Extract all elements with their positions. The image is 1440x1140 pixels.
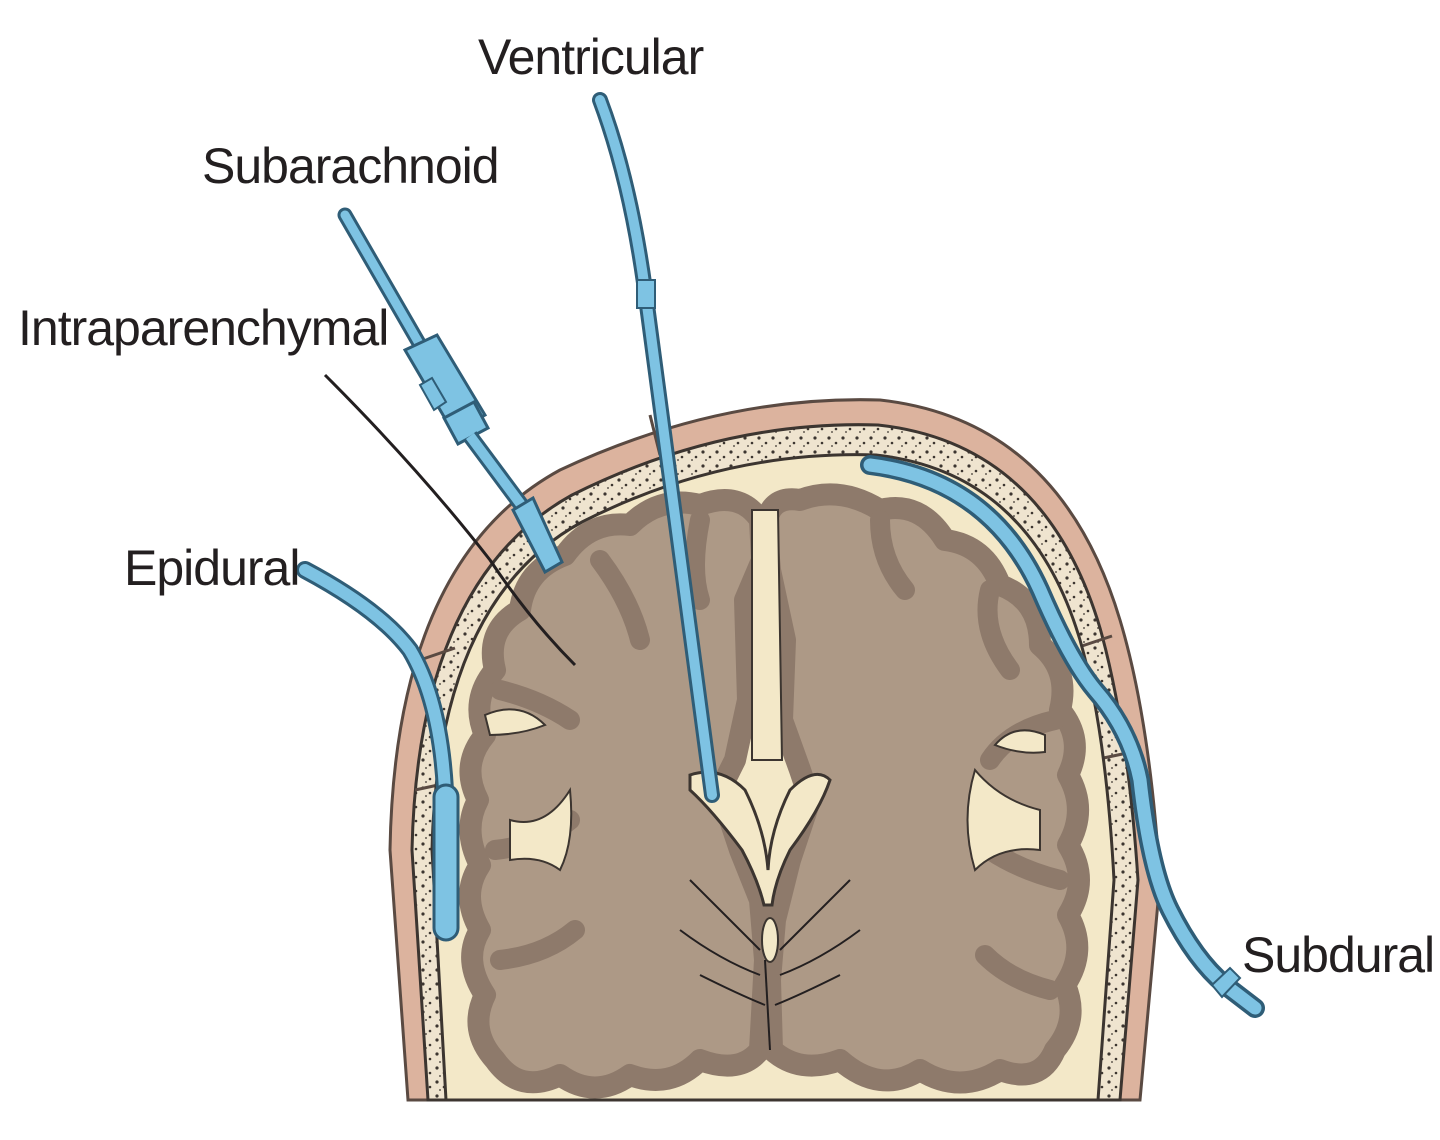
sulci: [485, 510, 1070, 1000]
epidural-catheter: [296, 561, 460, 942]
third-ventricle: [761, 917, 779, 963]
ventricular-catheter: [592, 92, 720, 803]
subarachnoid-bolt: [337, 207, 564, 575]
label-ventricular: Ventricular: [478, 29, 704, 85]
subdural-catheter: [860, 455, 1265, 1018]
lateral-ventricles: [688, 770, 832, 907]
deep-structures: [679, 879, 861, 1051]
label-epidural: Epidural: [124, 540, 299, 596]
intraparenchymal-pointer-line: [323, 373, 577, 667]
label-subdural: Subdural: [1242, 927, 1434, 983]
interhemispheric-fissure: [751, 509, 784, 761]
fissures: [483, 708, 1046, 872]
label-subarachnoid: Subarachnoid: [202, 138, 499, 194]
label-intraparenchymal: Intraparenchymal: [18, 300, 388, 356]
